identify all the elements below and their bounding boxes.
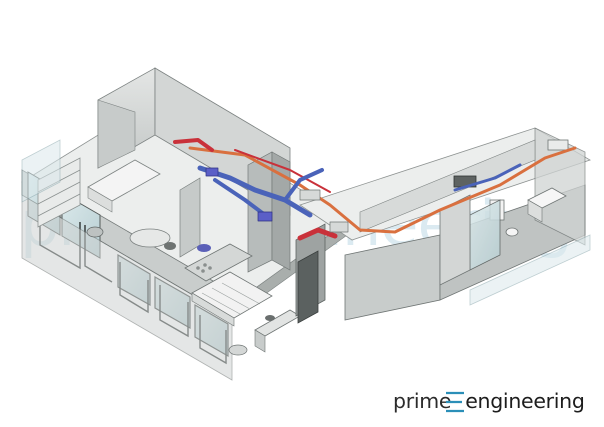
desk — [254, 309, 301, 337]
supply-duct-blue-3 — [283, 168, 324, 202]
left-wing — [21, 67, 351, 381]
glass-railings — [21, 139, 591, 306]
desk-front — [254, 329, 266, 353]
dining-table — [129, 228, 171, 248]
refrigerant-pipe-orange — [188, 146, 577, 234]
partition-c — [271, 151, 291, 271]
supply-duct-blue-2 — [213, 178, 267, 217]
back-wall-return — [97, 99, 136, 169]
return-duct-red-2 — [297, 227, 338, 241]
hvac-indoor-unit-2 — [547, 139, 569, 151]
brand-wordmark: prime engineering — [393, 389, 585, 413]
bed-quilt-lines — [201, 282, 261, 315]
bed-side — [191, 292, 235, 327]
lower-exterior-wall — [21, 194, 233, 381]
brand-word-2: engineering — [465, 389, 585, 413]
toilet — [505, 227, 519, 237]
return-duct-red-1 — [173, 138, 214, 152]
desk-chair — [265, 315, 275, 321]
right-back-wall — [359, 139, 536, 233]
chair-2 — [164, 242, 176, 250]
elevator-door — [297, 250, 319, 324]
brand-mark-icon — [446, 391, 464, 413]
partition-a — [179, 177, 201, 258]
chair-3 — [197, 244, 211, 252]
fan-coil-box — [299, 189, 321, 201]
diffuser-2 — [205, 167, 219, 177]
stove-burners — [196, 263, 212, 273]
pipe-red-run — [234, 149, 331, 193]
diffuser-1 — [257, 211, 273, 222]
brand-word-1: prime — [393, 389, 452, 413]
chair-1 — [86, 226, 104, 238]
brand-logo: prime engineering — [393, 386, 585, 416]
supply-duct-blue-1 — [197, 165, 313, 218]
bathroom-partition — [439, 194, 471, 286]
sofa-front — [87, 186, 113, 213]
bathtub-side — [527, 199, 543, 223]
supply-duct-blue-4 — [453, 163, 522, 192]
ahu-box — [329, 221, 349, 233]
armchair — [228, 344, 248, 356]
right-wing — [299, 127, 591, 321]
hvac-ductwork — [173, 138, 577, 241]
